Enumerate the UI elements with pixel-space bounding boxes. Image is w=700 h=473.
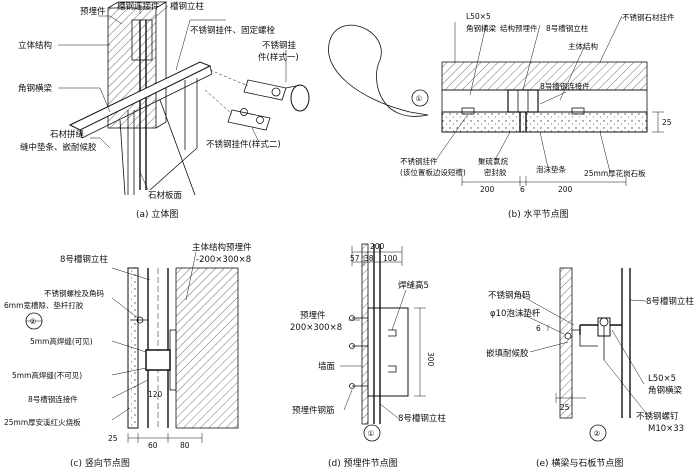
panel-c-vertical-node: ② 8号槽钢立柱 主体结构预埋件 -200×300×8 不锈钢螺栓及角码 6mm… [4, 242, 252, 469]
b-label-main: 主体结构 [568, 41, 598, 51]
c-label-col: 8号槽钢立柱 [60, 254, 108, 265]
b-label-seal-a: 聚硫氯烷 [478, 156, 508, 166]
a-label-channel-col: 槽钢立柱 [170, 1, 205, 12]
c-label-bolt: 不锈钢螺栓及角码 [44, 288, 104, 298]
e-label-angle-a: L50×5 [648, 374, 676, 384]
e-dim-6: 6 [536, 324, 541, 333]
a-label-joint-b: 缝中垫条、嵌耐候胶 [20, 142, 97, 153]
b-label-embed: 结构预埋件 [500, 23, 538, 33]
d-caption: (d) 预埋件节点图 [328, 457, 398, 469]
c-label-main-a: 主体结构预埋件 [192, 242, 252, 253]
b-marker-circle [411, 89, 429, 107]
b-marker: ① [416, 94, 423, 103]
d-label-col: 8号槽钢立柱 [398, 413, 446, 424]
a-label-embed: 预埋件 [80, 6, 106, 17]
a-label-channel-conn: 槽钢连接件 [117, 1, 160, 12]
d-marker: ① [368, 429, 375, 438]
b-dim-6: 6 [520, 185, 525, 194]
e-label-angle-b: 角钢横梁 [648, 385, 683, 396]
b-label-hanger: 不锈钢石材挂件 [622, 12, 675, 22]
panel-e-beam-slab-node: ② 不锈钢角码 φ10泡沫垫杆 8号槽钢立柱 6 嵌填耐候胶 L50×5 角钢横… [486, 267, 694, 469]
e-label-corner: 不锈钢角码 [488, 290, 531, 301]
a-label-stone: 石材板面 [148, 190, 183, 201]
c-marker: ② [30, 317, 37, 326]
a-label-angle-beam: 角钢横梁 [18, 83, 53, 94]
e-dim-25: 25 [560, 403, 570, 412]
c-caption: (c) 竖向节点图 [70, 457, 130, 469]
e-label-rod: φ10泡沫垫杆 [490, 308, 541, 319]
c-label-conn: 8号槽钢连接件 [28, 394, 78, 404]
e-label-sealant: 嵌填耐候胶 [486, 348, 529, 359]
b-label-foam: 泡沫垫条 [536, 164, 566, 174]
e-caption: (e) 横梁与石板节点图 [536, 457, 623, 469]
c-label-slot: 6mm宽槽隙、垫杆打胶 [4, 300, 84, 310]
e-label-screw-b: M10×33 [648, 424, 684, 434]
a-embed-plate [131, 19, 153, 61]
d-dim-38: 38 [364, 254, 374, 263]
c-dim-60: 60 [148, 441, 158, 450]
a-label-ss-hanger1-a: 不锈钢挂 [262, 40, 297, 51]
c-dim-25: 25 [108, 434, 118, 443]
d-label-embed-a: 预埋件 [300, 310, 326, 321]
d-dim-57: 57 [350, 254, 360, 263]
e-granite-slab [559, 267, 573, 419]
d-dim-100: 100 [383, 254, 398, 263]
b-label-conn: 8号槽钢连接件 [540, 81, 590, 91]
b-main-structure [441, 61, 648, 91]
b-dim-200a: 200 [480, 185, 495, 194]
e-label-col: 8号槽钢立柱 [646, 296, 694, 307]
b-label-angle-b: 角钢横梁 [466, 23, 496, 33]
b-granite-slab [441, 111, 648, 133]
b-label-angle-a: L50×5 [466, 12, 491, 21]
c-label-weld2: 5mm高焊缝(不可见) [12, 370, 82, 380]
d-label-weld: 焊缝高5 [398, 280, 429, 291]
c-main-structure [175, 267, 239, 429]
c-dim-80: 80 [180, 441, 190, 450]
b-detail-bubble [328, 24, 429, 117]
panel-a-3d-view: 预埋件 槽钢连接件 槽钢立柱 立体结构 不锈钢挂件、固定螺栓 角钢横梁 不锈钢挂… [18, 1, 310, 220]
c-dim-120: 120 [148, 390, 163, 399]
panel-d-embed-node: ① 200 57 38 100 焊缝高5 预埋件 200×300×8 300 墙… [290, 242, 446, 469]
a-label-ss-hanger2: 不锈钢挂件(样式二) [206, 139, 281, 150]
a-label-joint-a: 石材拼缝 [50, 129, 85, 140]
panel-b-horizontal-node: ① L50×5 角钢横梁 结构预埋件 [328, 12, 675, 220]
a-label-structure: 立体结构 [18, 40, 52, 51]
c-label-granite: 25mm厚安溪红火烧板 [4, 417, 81, 427]
c-label-weld1: 5mm高焊缝(可见) [30, 336, 93, 346]
a-caption: (a) 立体图 [136, 208, 178, 220]
b-label-granite: 25mm厚花岗石板 [584, 168, 646, 178]
b-label-ss-b: (该位置板边设短槽) [400, 167, 466, 177]
b-label-ss-a: 不锈钢挂件 [400, 156, 438, 166]
d-dim-300: 300 [426, 352, 435, 367]
d-label-embed-b: 200×300×8 [290, 323, 342, 333]
a-label-ss-hanger1-b: 件(样式一) [258, 52, 299, 63]
c-connector [145, 349, 171, 371]
d-label-wall: 墙面 [318, 361, 336, 372]
d-label-rebar: 预埋件钢筋 [292, 405, 335, 416]
d-wall [361, 243, 369, 425]
e-marker: ② [594, 429, 601, 438]
c-label-main-b: -200×300×8 [196, 255, 251, 265]
b-dim-25: 25 [662, 118, 672, 127]
e-label-screw-a: 不锈钢螺钉 [636, 411, 679, 422]
b-caption: (b) 水平节点图 [508, 208, 569, 220]
b-label-seal-b: 密封胶 [484, 167, 507, 177]
b-label-col: 8号槽钢立柱 [546, 23, 589, 33]
a-label-ss-bolt: 不锈钢挂件、固定螺栓 [190, 25, 276, 36]
b-dim-200b: 200 [558, 185, 573, 194]
d-dim-200: 200 [370, 242, 385, 251]
